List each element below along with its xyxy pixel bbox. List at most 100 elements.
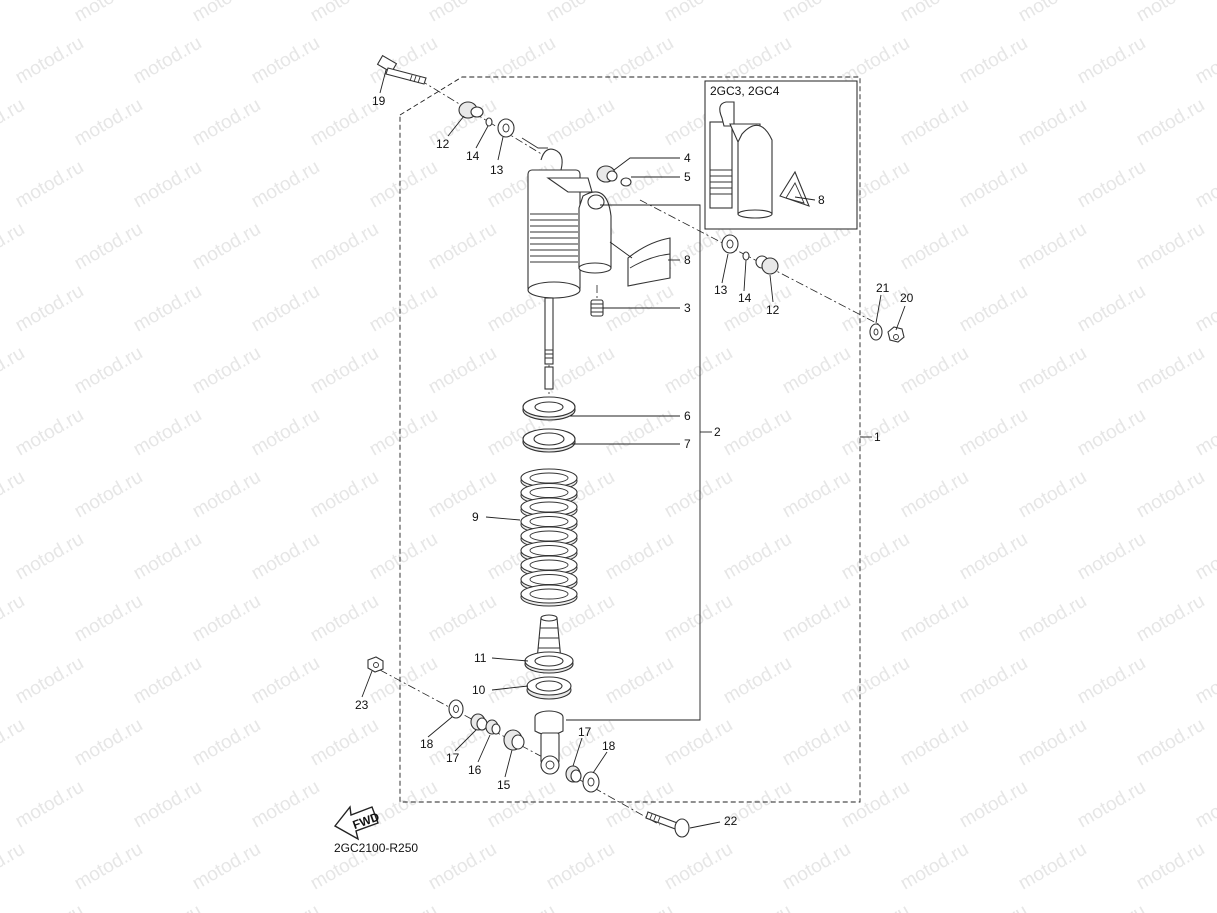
variant-reservoir-drawing xyxy=(709,101,816,219)
watermark-text: motod.ru xyxy=(1133,0,1208,26)
watermark-text: motod.ru xyxy=(720,281,795,337)
watermark-text: motod.ru xyxy=(189,467,264,523)
watermark-text: motod.ru xyxy=(189,343,264,399)
watermark-text: motod.ru xyxy=(425,219,500,275)
watermark-text: motod.ru xyxy=(1192,405,1217,461)
diagram-code: 2GC2100-R250 xyxy=(334,841,418,855)
callout-12-right: 12 xyxy=(766,303,780,317)
watermark-text: motod.ru xyxy=(0,591,28,647)
watermark-text: motod.ru xyxy=(956,33,1031,89)
watermark-text: motod.ru xyxy=(1133,95,1208,151)
watermark-text: motod.ru xyxy=(484,901,559,913)
watermark-text: motod.ru xyxy=(425,467,500,523)
watermark-text: motod.ru xyxy=(1133,839,1208,895)
watermark-text: motod.ru xyxy=(1133,591,1208,647)
watermark-text: motod.ru xyxy=(1015,591,1090,647)
watermark-text: motod.ru xyxy=(1192,777,1217,833)
watermark-text: motod.ru xyxy=(956,529,1031,585)
watermark-text: motod.ru xyxy=(661,839,736,895)
watermark-text: motod.ru xyxy=(838,33,913,89)
watermark-text: motod.ru xyxy=(307,343,382,399)
watermark-text: motod.ru xyxy=(189,219,264,275)
watermark-text: motod.ru xyxy=(71,0,146,26)
callout-3: 3 xyxy=(684,301,691,315)
watermark-text: motod.ru xyxy=(71,715,146,771)
washer-18-left xyxy=(448,699,464,719)
spring-guide-11 xyxy=(524,651,574,674)
watermark-text: motod.ru xyxy=(71,219,146,275)
cover-band-8 xyxy=(627,237,671,287)
watermark-text: motod.ru xyxy=(1074,157,1149,213)
callout-8-variant: 8 xyxy=(818,193,825,207)
watermark-text: motod.ru xyxy=(779,839,854,895)
locknut-6 xyxy=(522,396,576,421)
watermark-text: motod.ru xyxy=(602,901,677,913)
watermark-text: motod.ru xyxy=(956,653,1031,709)
callout-1: 1 xyxy=(874,430,881,444)
watermark-text: motod.ru xyxy=(130,777,205,833)
watermark-text: motod.ru xyxy=(661,0,736,26)
watermark-text: motod.ru xyxy=(484,777,559,833)
callout-16: 16 xyxy=(468,763,482,777)
watermark-text: motod.ru xyxy=(1133,467,1208,523)
watermark-text: motod.ru xyxy=(956,281,1031,337)
watermark-text: motod.ru xyxy=(1192,157,1217,213)
watermark-text: motod.ru xyxy=(956,901,1031,913)
watermark-text: motod.ru xyxy=(1133,715,1208,771)
watermark-text: motod.ru xyxy=(897,0,972,26)
watermark-text: motod.ru xyxy=(425,343,500,399)
callout-14-right: 14 xyxy=(738,291,752,305)
watermark-text: motod.ru xyxy=(897,591,972,647)
watermark-text: motod.ru xyxy=(130,33,205,89)
watermark-text: motod.ru xyxy=(1192,33,1217,89)
spring-coil-inner xyxy=(529,574,569,585)
watermark-text: motod.ru xyxy=(1015,839,1090,895)
watermark-text: motod.ru xyxy=(1015,715,1090,771)
watermark-text: motod.ru xyxy=(425,839,500,895)
spring-coil-inner xyxy=(529,472,569,484)
watermark-text: motod.ru xyxy=(779,591,854,647)
watermark-text: motod.ru xyxy=(130,653,205,709)
watermark-text: motod.ru xyxy=(484,33,559,89)
lower-eye xyxy=(534,710,564,775)
watermark-text: motod.ru xyxy=(543,343,618,399)
callout-14-upper: 14 xyxy=(466,149,480,163)
watermark-text: motod.ru xyxy=(366,281,441,337)
watermark-text: motod.ru xyxy=(12,777,87,833)
watermark-text: motod.ru xyxy=(897,95,972,151)
callout-17-left: 17 xyxy=(446,751,460,765)
watermark-text: motod.ru xyxy=(720,653,795,709)
spring-9 xyxy=(520,468,578,607)
watermark-text: motod.ru xyxy=(0,219,28,275)
watermark-text: motod.ru xyxy=(425,0,500,26)
watermark-text: motod.ru xyxy=(12,653,87,709)
watermark-text: motod.ru xyxy=(0,343,28,399)
watermark-text: motod.ru xyxy=(248,33,323,89)
watermark-text: motod.ru xyxy=(12,281,87,337)
bushing-16 xyxy=(485,719,501,735)
nut-23 xyxy=(367,656,384,673)
spring-coil-inner xyxy=(529,487,569,498)
watermark-text: motod.ru xyxy=(602,281,677,337)
spring-coil-inner xyxy=(529,530,569,542)
watermark-text: motod.ru xyxy=(71,839,146,895)
watermark-text: motod.ru xyxy=(1192,281,1217,337)
watermark-text: motod.ru xyxy=(248,529,323,585)
spring-coil-inner xyxy=(529,516,569,527)
spring-guide-10 xyxy=(526,676,572,700)
watermark-text: motod.ru xyxy=(897,467,972,523)
valve-cap-3 xyxy=(590,299,604,317)
collar-17-right xyxy=(565,765,582,783)
watermark-text: motod.ru xyxy=(366,529,441,585)
watermark-text: motod.ru xyxy=(248,157,323,213)
bushing-4 xyxy=(596,165,618,183)
watermark-text: motod.ru xyxy=(720,901,795,913)
callout-18-left: 18 xyxy=(420,737,434,751)
watermark-text: motod.ru xyxy=(720,529,795,585)
watermark-text: motod.ru xyxy=(189,715,264,771)
watermark-text: motod.ru xyxy=(71,591,146,647)
callout-22: 22 xyxy=(724,814,738,828)
watermark-text: motod.ru xyxy=(307,0,382,26)
